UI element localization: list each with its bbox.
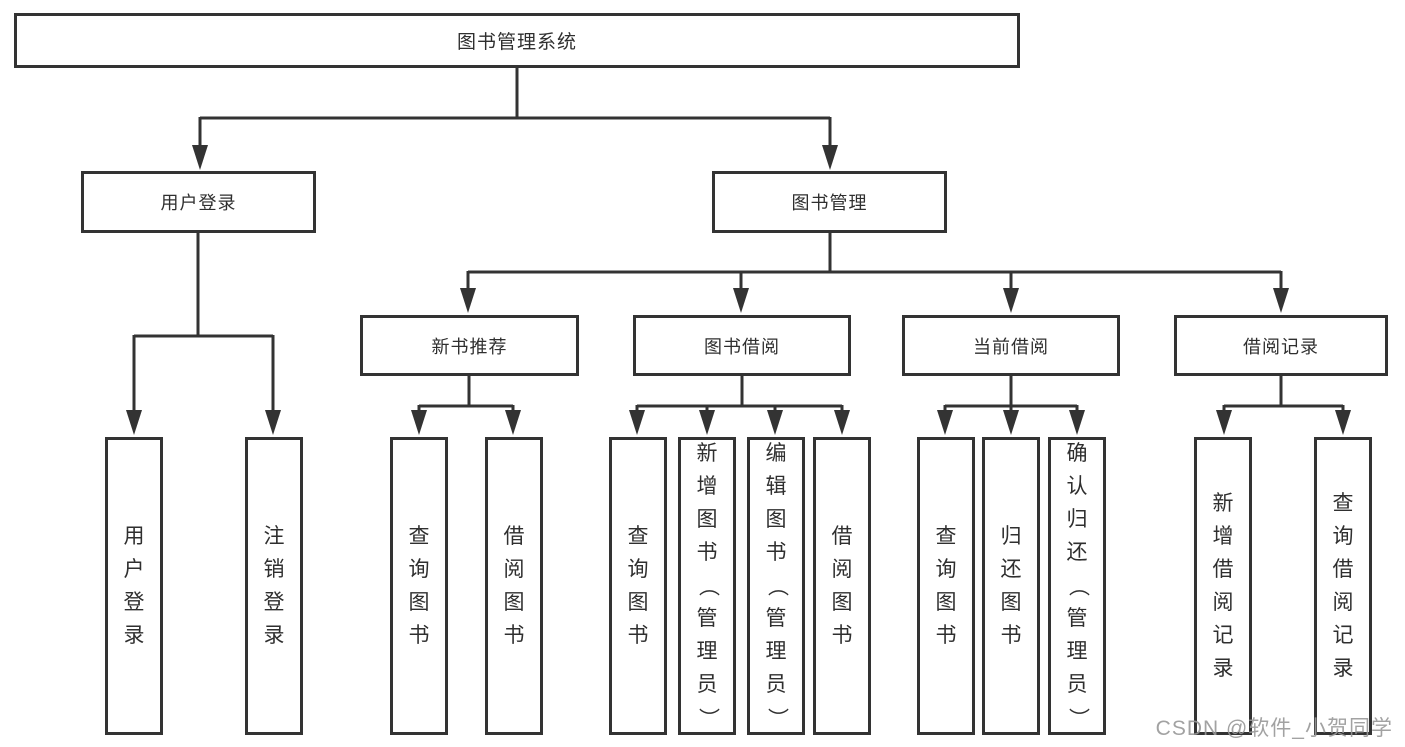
node-user-login: 用户登录 [81, 171, 316, 233]
leaf-query-books-borrowing: 查询图书 [609, 437, 667, 735]
node-book-borrowing: 图书借阅 [633, 315, 851, 376]
leaf-edit-book-admin: 编辑图书（管理员） [747, 437, 805, 735]
csdn-watermark: CSDN @软件_小贺同学 [1155, 717, 1393, 740]
leaf-user-login: 用户登录 [105, 437, 163, 735]
leaf-add-borrow-record: 新增借阅记录 [1194, 437, 1252, 735]
leaf-borrow-books-borrowing: 借阅图书 [813, 437, 871, 735]
node-new-book-recommend: 新书推荐 [360, 315, 579, 376]
node-borrowing-records: 借阅记录 [1174, 315, 1388, 376]
node-book-management: 图书管理 [712, 171, 947, 233]
leaf-return-book: 归还图书 [982, 437, 1040, 735]
node-system-root: 图书管理系统 [14, 13, 1020, 68]
leaf-confirm-return-admin: 确认归还（管理员） [1048, 437, 1106, 735]
leaf-add-book-admin: 新增图书（管理员） [678, 437, 736, 735]
leaf-query-books-recommend: 查询图书 [390, 437, 448, 735]
leaf-query-books-current: 查询图书 [917, 437, 975, 735]
leaf-borrow-books-recommend: 借阅图书 [485, 437, 543, 735]
leaf-query-borrow-record: 查询借阅记录 [1314, 437, 1372, 735]
leaf-logout: 注销登录 [245, 437, 303, 735]
node-current-borrowing: 当前借阅 [902, 315, 1120, 376]
